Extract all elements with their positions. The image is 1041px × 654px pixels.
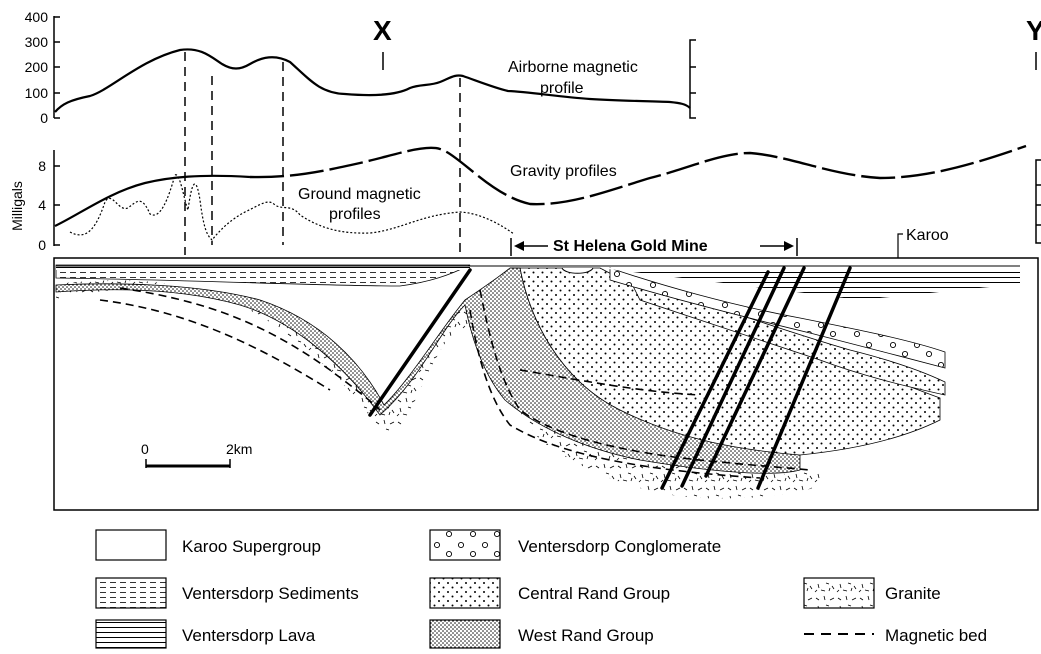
gravity-tick-label: 0 (38, 237, 46, 253)
west-rand-group-body (55, 267, 801, 474)
legend-swatch-ventersdorp-sediments (95, 577, 167, 609)
legend-label-ventersdorp-sediments: Ventersdorp Sediments (182, 584, 359, 603)
legend-label-central-rand-group: Central Rand Group (518, 584, 670, 603)
marker-y: Y (1026, 15, 1041, 46)
magnetic-tick-label: 300 (25, 34, 49, 50)
legend-swatch-west-rand-group (429, 619, 501, 649)
gravity-profile-dashed (249, 144, 1027, 206)
magnetic-tick-label: 200 (25, 59, 49, 75)
gravity-label: Gravity profiles (510, 163, 617, 180)
karoo-label: Karoo (906, 227, 949, 244)
gravity-right-bracket (1035, 159, 1041, 244)
magnetic-beds (99, 287, 811, 479)
scale-bar: 0 2km (141, 441, 252, 468)
legend-label-karoo-supergroup: Karoo Supergroup (182, 537, 321, 556)
airborne-magnetic-profile-curve (54, 48, 691, 113)
scale-bar-start: 0 (141, 441, 149, 457)
correlation-lines (184, 52, 461, 255)
legend-label-granite: Granite (885, 584, 941, 603)
geological-cross-section: 0 2km (53, 257, 1039, 511)
ground-magnetic-label-line1: Ground magnetic (298, 186, 421, 203)
fault-line (368, 268, 472, 417)
gravity-tick-label: 8 (38, 158, 46, 174)
karoo-callout-line (897, 233, 903, 262)
faults (368, 266, 852, 490)
fault-line (756, 266, 852, 490)
karoo-surface-dip (561, 267, 594, 274)
fault-line (680, 266, 786, 488)
magnetic-bed-line (99, 299, 331, 391)
airborne-label-line2: profile (540, 80, 584, 97)
fault-line (660, 270, 770, 490)
legend-swatch-central-rand-group (429, 577, 501, 609)
mine-arrow-left-head (514, 241, 524, 251)
mine-label: St Helena Gold Mine (553, 238, 708, 255)
magnetic-tick-label: 400 (25, 9, 49, 25)
gravity-axis-title: Milligals (9, 181, 25, 231)
gravity-axis: 8 4 0 Milligals (9, 150, 60, 253)
magnetic-bed-line (479, 289, 811, 471)
ground-magnetic-label-line2: profiles (329, 206, 381, 223)
legend-swatch-ventersdorp-lava (95, 619, 167, 649)
fault-line (704, 266, 806, 478)
magnetic-bed-line (469, 309, 761, 479)
ventersdorp-lava-left (56, 266, 470, 270)
mine-extent-arrow: St Helena Gold Mine (510, 238, 798, 256)
magnetic-axis: 400 300 200 100 0 (25, 9, 60, 126)
gravity-profile-solid (54, 174, 251, 227)
marker-x: X (373, 15, 392, 46)
legend-label-ventersdorp-lava: Ventersdorp Lava (182, 626, 316, 645)
magnetic-bed-line (519, 369, 701, 396)
magnetic-right-bracket (689, 39, 696, 119)
ventersdorp-sediments-left (55, 264, 471, 287)
legend-label-magnetic-bed: Magnetic bed (885, 626, 987, 645)
mine-arrow-right-head (784, 241, 794, 251)
legend-label-west-rand-group: West Rand Group (518, 626, 654, 645)
magnetic-tick-label: 100 (25, 85, 49, 101)
scale-bar-end: 2km (226, 441, 252, 457)
legend: Karoo Supergroup Ventersdorp Sediments V… (95, 529, 987, 649)
magnetic-tick-label: 0 (40, 110, 48, 126)
ventersdorp-conglomerate-band (609, 267, 946, 369)
airborne-label-line1: Airborne magnetic (508, 59, 638, 76)
central-rand-upper-band (629, 279, 946, 396)
gravity-tick-label: 4 (38, 197, 46, 213)
legend-swatch-granite (803, 577, 875, 609)
ventersdorp-lava-wedge (600, 268, 1020, 300)
magnetic-bed-line (119, 287, 381, 411)
legend-swatch-ventersdorp-conglomerate (429, 529, 501, 561)
legend-swatch-karoo-supergroup (95, 529, 167, 561)
legend-label-ventersdorp-conglomerate: Ventersdorp Conglomerate (518, 537, 721, 556)
right-bracket-axes (689, 39, 1041, 244)
